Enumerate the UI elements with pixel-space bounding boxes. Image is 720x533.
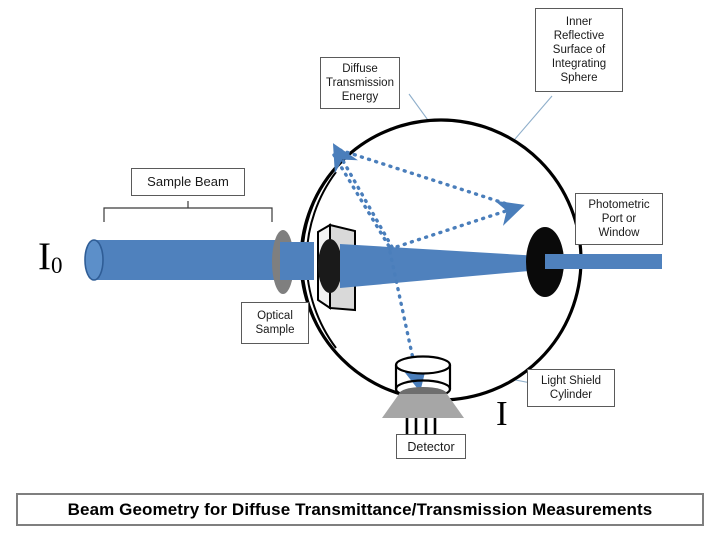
exit-beam (545, 254, 662, 269)
detector-body (382, 394, 464, 418)
ray-top-left-to-right-wall (338, 148, 518, 209)
label-sample-beam: Sample Beam (131, 168, 245, 196)
label-detector: Detector (396, 434, 466, 459)
sample-aperture-hole (318, 239, 342, 293)
ray-sample-to-top-left (332, 143, 394, 249)
transmitted-intensity-symbol: I (496, 394, 508, 433)
sample-beam-bracket (103, 201, 273, 222)
beam-end-cap (84, 239, 104, 281)
detector-assembly (382, 387, 464, 434)
cylinder-top-rim (394, 355, 452, 375)
detector-leads (405, 418, 437, 434)
label-inner-reflective-surface: Inner Reflective Surface of Integrating … (535, 8, 623, 92)
label-photometric-port: Photometric Port or Window (575, 193, 663, 245)
incident-beam (84, 239, 280, 281)
label-diffuse-transmission-energy: Diffuse Transmission Energy (320, 57, 400, 109)
label-light-shield-cylinder: Light Shield Cylinder (527, 369, 615, 407)
title-banner: Beam Geometry for Diffuse Transmittance/… (16, 493, 704, 526)
beam-inside-sphere (340, 244, 540, 288)
incident-intensity-symbol: I0 (38, 235, 63, 278)
ray-bottom-to-right-wall (388, 200, 525, 251)
light-shield-cylinder (394, 355, 452, 399)
ray-top-left-to-bottom (332, 153, 392, 250)
label-optical-sample: Optical Sample (241, 302, 309, 344)
